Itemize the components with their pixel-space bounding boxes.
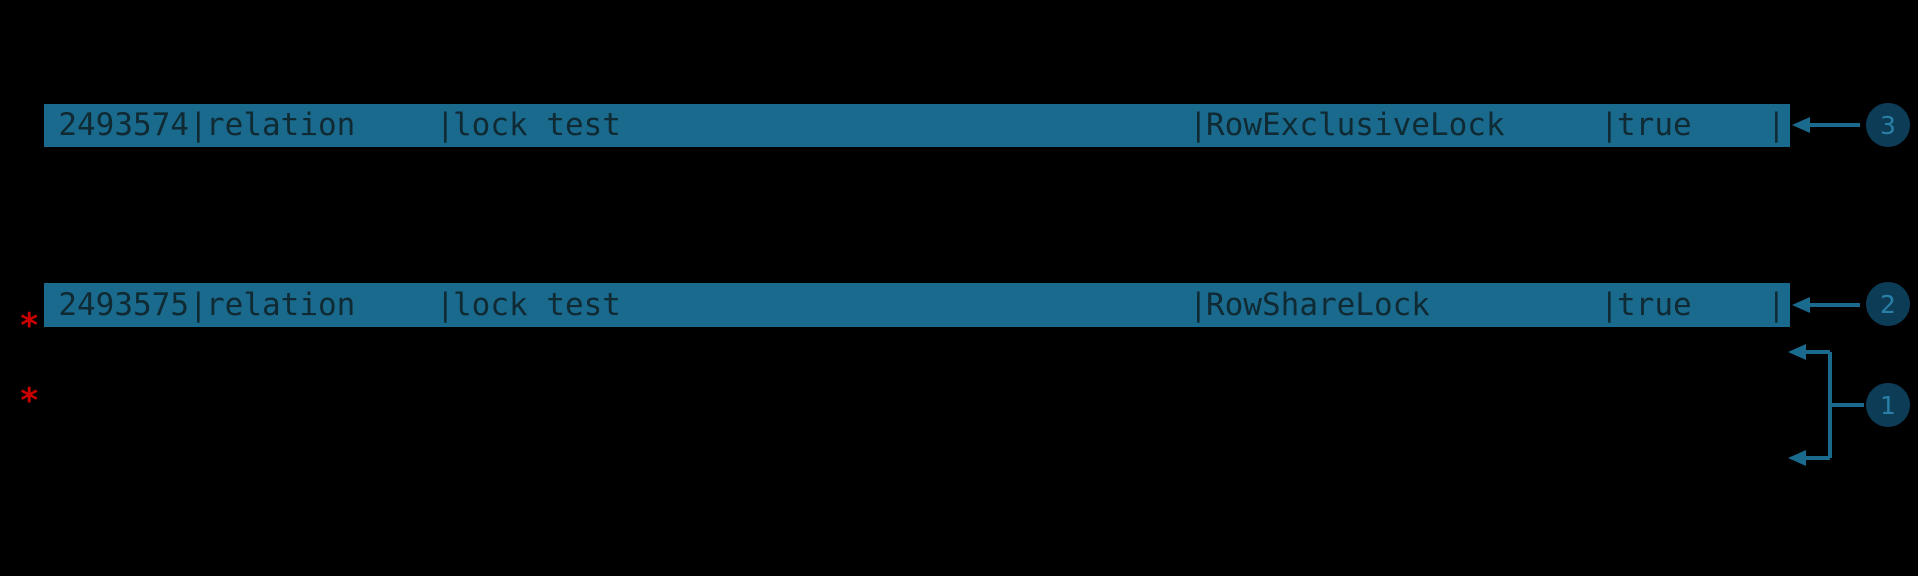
table-row: 2493575 | relation | lock_test | RowShar… (44, 283, 1790, 327)
column-separator: | (436, 286, 455, 323)
row-locktype: relation (206, 289, 356, 321)
column-separator: | (1189, 286, 1208, 323)
row-pid: 2493575 (58, 289, 189, 321)
row-lock-mode: RowExclusiveLock (1206, 110, 1505, 141)
row-relation: lock_test (453, 289, 621, 321)
column-separator: | (1600, 286, 1619, 323)
row-pid: 2493574 (58, 110, 189, 141)
callout-arrow-icon (1792, 117, 1860, 133)
callout-bracket-icon (1788, 344, 1864, 466)
column-separator: | (436, 107, 455, 143)
column-separator: | (1600, 107, 1619, 143)
callout-arrow-icon (1792, 297, 1860, 313)
row-end-separator: | (1767, 107, 1786, 143)
annotation-badge-2: 2 (1866, 282, 1910, 326)
row-end-separator: | (1767, 286, 1786, 323)
row-lock-mode: RowShareLock (1206, 289, 1430, 321)
table-row: 2493574 | relation | lock_test | RowExcl… (44, 104, 1790, 147)
column-separator: | (189, 107, 208, 143)
column-separator: | (189, 286, 208, 323)
annotation-badge-1: 1 (1866, 383, 1910, 427)
row-granted: true (1617, 289, 1692, 321)
column-separator: | (1189, 107, 1208, 143)
row-granted: true (1617, 110, 1692, 141)
row-relation: lock_test (453, 110, 621, 141)
annotation-badge-3: 3 (1866, 103, 1910, 147)
asterisk-marker-icon: * (19, 306, 40, 346)
asterisk-marker-icon: * (19, 381, 40, 421)
row-locktype: relation (206, 110, 356, 141)
